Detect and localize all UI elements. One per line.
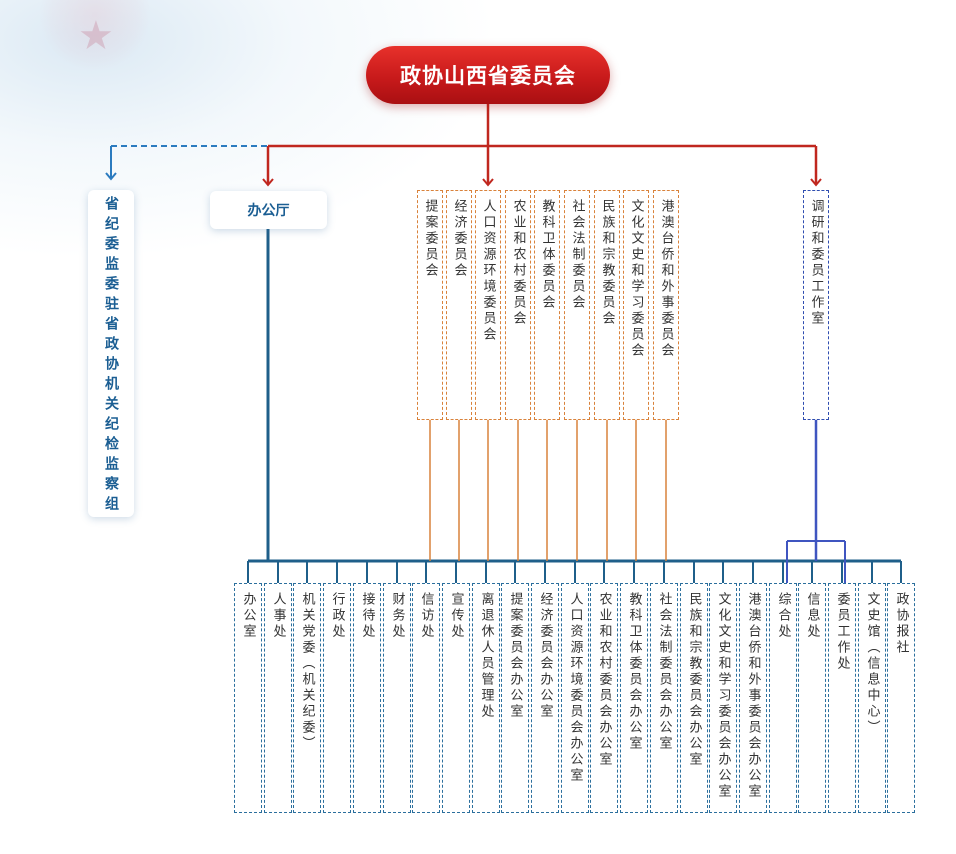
- bureau-label: 宣传处: [448, 592, 464, 640]
- bureau-label: 政协报社: [893, 592, 909, 656]
- bureau-node: 港澳台侨和外事委员会办公室: [739, 583, 767, 813]
- bureau-node: 人口资源环境委员会办公室: [561, 583, 589, 813]
- arrow-down-icon: [810, 178, 822, 187]
- committee-label: 港澳台侨和外事委员会: [658, 199, 674, 359]
- bureau-label: 信访处: [418, 592, 434, 640]
- bureau-label: 文史馆（信息中心）: [864, 592, 880, 736]
- committee-label: 教科卫体委员会: [539, 199, 555, 311]
- bureau-label: 教科卫体委员会办公室: [626, 592, 642, 752]
- committee-node: 人口资源环境委员会: [475, 190, 501, 420]
- committee-node: 提案委员会: [417, 190, 443, 420]
- bureau-node: 财务处: [383, 583, 411, 813]
- bureau-node: 机关党委（机关纪委）: [293, 583, 321, 813]
- committee-node: 民族和宗教委员会: [594, 190, 620, 420]
- research-office-node: 调研和委员工作室: [803, 190, 829, 420]
- bureau-node: 社会法制委员会办公室: [650, 583, 678, 813]
- committee-node: 经济委员会: [446, 190, 472, 420]
- bureau-node: 委员工作处: [828, 583, 856, 813]
- bureau-label: 农业和农村委员会办公室: [596, 592, 612, 768]
- research-office-label: 调研和委员工作室: [808, 199, 824, 327]
- bureau-node: 接待处: [353, 583, 381, 813]
- committee-label: 文化文史和学习委员会: [628, 199, 644, 359]
- bureau-label: 民族和宗教委员会办公室: [686, 592, 702, 768]
- bureau-node: 文史馆（信息中心）: [858, 583, 886, 813]
- bureau-node: 行政处: [323, 583, 351, 813]
- bureau-label: 信息处: [804, 592, 820, 640]
- bureau-label: 提案委员会办公室: [507, 592, 523, 720]
- bureau-label: 办公室: [240, 592, 256, 640]
- bureau-node: 办公室: [234, 583, 262, 813]
- committee-label: 人口资源环境委员会: [480, 199, 496, 343]
- bureau-node: 政协报社: [887, 583, 915, 813]
- bureau-node: 农业和农村委员会办公室: [590, 583, 618, 813]
- committee-label: 农业和农村委员会: [510, 199, 526, 327]
- bureau-node: 提案委员会办公室: [501, 583, 529, 813]
- committee-label: 社会法制委员会: [569, 199, 585, 311]
- bureau-node: 信息处: [798, 583, 826, 813]
- committee-node: 社会法制委员会: [564, 190, 590, 420]
- star-icon: ★: [78, 13, 114, 59]
- bureau-label: 人口资源环境委员会办公室: [567, 592, 583, 784]
- committee-label: 提案委员会: [422, 199, 438, 279]
- arrow-down-icon: [262, 178, 274, 187]
- bureau-label: 文化文史和学习委员会办公室: [715, 592, 731, 800]
- arrow-down-icon: [105, 172, 117, 181]
- bureau-label: 综合处: [775, 592, 791, 640]
- bureau-label: 离退休人员管理处: [478, 592, 494, 720]
- bureau-label: 机关党委（机关纪委）: [299, 592, 315, 752]
- committee-node: 港澳台侨和外事委员会: [653, 190, 679, 420]
- committee-node: 农业和农村委员会: [505, 190, 531, 420]
- committee-node: 文化文史和学习委员会: [623, 190, 649, 420]
- root-node: 政协山西省委员会: [366, 46, 610, 104]
- bureau-node: 人事处: [264, 583, 292, 813]
- committee-label: 民族和宗教委员会: [599, 199, 615, 327]
- bureau-label: 港澳台侨和外事委员会办公室: [745, 592, 761, 800]
- bureau-label: 社会法制委员会办公室: [656, 592, 672, 752]
- bureau-label: 行政处: [329, 592, 345, 640]
- bureau-label: 人事处: [270, 592, 286, 640]
- bureau-node: 离退休人员管理处: [472, 583, 500, 813]
- committee-label: 经济委员会: [451, 199, 467, 279]
- bureau-node: 宣传处: [442, 583, 470, 813]
- bureau-node: 教科卫体委员会办公室: [620, 583, 648, 813]
- discipline-inspection-group-label: 省纪委监委驻省政协机关纪检监察组: [103, 196, 119, 516]
- bureau-label: 委员工作处: [834, 592, 850, 672]
- bureau-label: 经济委员会办公室: [537, 592, 553, 720]
- bureau-node: 综合处: [769, 583, 797, 813]
- bureau-node: 文化文史和学习委员会办公室: [709, 583, 737, 813]
- bureau-label: 财务处: [389, 592, 405, 640]
- committee-node: 教科卫体委员会: [534, 190, 560, 420]
- bureau-node: 信访处: [412, 583, 440, 813]
- arrow-down-icon: [482, 178, 494, 187]
- discipline-inspection-group-node: 省纪委监委驻省政协机关纪检监察组: [88, 190, 134, 517]
- bureau-node: 民族和宗教委员会办公室: [680, 583, 708, 813]
- bureau-node: 经济委员会办公室: [531, 583, 559, 813]
- general-office-node: 办公厅: [210, 191, 327, 229]
- bureau-label: 接待处: [359, 592, 375, 640]
